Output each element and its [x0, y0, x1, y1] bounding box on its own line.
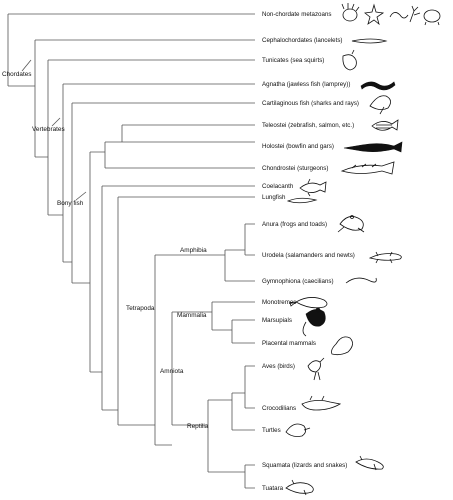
clade-label-amphibia: Amphibia — [180, 247, 207, 254]
tip-label-holostei: Holostei (bowfin and gars) — [262, 143, 334, 150]
clade-pointer-bony-fish — [75, 191, 87, 201]
tip-label-tunicates: Tunicates (sea squirts) — [262, 57, 324, 64]
tuatara-icon — [285, 479, 314, 496]
branch-theria — [212, 319, 255, 344]
tip-label-turtles: Turtles — [262, 427, 281, 434]
lancelet-icon — [351, 38, 388, 44]
branch-batrachia — [225, 223, 255, 256]
branch-rhipidistia — [102, 196, 255, 425]
branch-neopterygii — [105, 124, 255, 143]
tip-label-nonchordate: Non-chordate metazoans — [262, 11, 331, 18]
bird-icon — [307, 357, 325, 381]
tip-label-anura: Anura (frogs and toads) — [262, 221, 327, 228]
branch-tetrapoda — [118, 255, 156, 445]
clade-label-tetrapoda: Tetrapoda — [126, 305, 155, 312]
branch-amphibia — [155, 250, 255, 282]
invertebrates-icon — [341, 3, 441, 26]
clade-labels: Chordates Vertebrates Bony fish Amphibia… — [2, 59, 209, 430]
crocodile-icon — [301, 395, 342, 411]
tip-label-marsupials: Marsupials — [262, 317, 292, 324]
tip-label-cephalochordates: Cephalochordates (lancelets) — [262, 37, 342, 44]
caecilian-icon — [345, 277, 377, 284]
branch-reptilia — [172, 400, 209, 472]
sturgeon-icon — [340, 161, 395, 175]
clade-label-chordates: Chordates — [2, 71, 32, 78]
tip-label-chondrostei: Chondrostei (sturgeons) — [262, 165, 328, 172]
branch-mammalia — [172, 301, 255, 330]
tip-label-squamata: Squamata (lizards and snakes) — [262, 462, 347, 469]
clade-label-mammalia: Mammalia — [177, 312, 207, 319]
branch-archelosauria — [208, 393, 255, 431]
tip-label-teleostei: Teleostei (zebrafish, salmon, etc.) — [262, 122, 354, 129]
branch-bony-fish — [72, 152, 91, 372]
clade-label-amniota: Amniota — [160, 368, 184, 375]
branch-lepidosauria — [208, 464, 255, 489]
zebrafish-icon — [371, 119, 399, 131]
clade-label-vertebrates: Vertebrates — [32, 126, 65, 133]
tip-label-tuatara: Tuatara — [262, 485, 284, 492]
branch-amniota — [155, 312, 173, 446]
turtle-icon — [285, 423, 311, 437]
branch-archosauria — [232, 365, 255, 409]
branch-sarcopterygii — [90, 185, 255, 410]
tip-label-cartilaginous: Cartilaginous fish (sharks and rays) — [262, 100, 359, 107]
tip-label-placental: Placental mammals — [262, 340, 316, 347]
ray-icon — [369, 95, 391, 115]
tip-label-aves: Aves (birds) — [262, 363, 295, 370]
tip-label-coelacanth: Coelacanth — [262, 183, 294, 190]
seal-icon — [331, 336, 353, 356]
lizard-icon — [355, 455, 384, 471]
possum-icon — [302, 307, 326, 337]
salamander-icon — [368, 251, 402, 264]
tip-label-monotremes: Monotremes — [262, 299, 296, 306]
clade-label-reptilia: Reptilia — [187, 423, 209, 430]
clade-label-bony-fish: Bony fish — [57, 200, 84, 207]
branch-vertebrates — [48, 83, 255, 262]
frog-icon — [337, 215, 365, 233]
sea-squirt-icon — [342, 49, 357, 71]
tip-label-lungfish: Lungfish — [262, 194, 286, 201]
coelacanth-icon — [299, 178, 327, 197]
gar-icon — [343, 141, 403, 153]
organism-icons — [285, 3, 441, 496]
branch-root — [7, 13, 255, 86]
tip-label-gymnophiona: Gymnophiona (caecilians) — [262, 278, 334, 285]
tip-label-urodela: Urodela (salamanders and newts) — [262, 252, 355, 259]
clade-pointer-chordates — [21, 59, 32, 72]
branch-actinopterygii — [90, 142, 255, 169]
branch-olfactores — [35, 59, 255, 215]
tip-labels: Non-chordate metazoans Cephalochordates … — [262, 11, 359, 492]
platypus-icon — [289, 297, 328, 309]
tree-branches — [7, 13, 255, 489]
branch-chordates — [8, 39, 255, 157]
lungfish-icon — [286, 197, 318, 204]
branch-gnathostomes — [63, 102, 255, 283]
tip-label-crocodilians: Crocodilians — [262, 405, 296, 412]
lamprey-icon — [360, 81, 396, 91]
tip-label-agnatha: Agnatha (jawless fish (lamprey)) — [262, 81, 350, 88]
clade-pointer-vertebrates — [51, 117, 61, 127]
